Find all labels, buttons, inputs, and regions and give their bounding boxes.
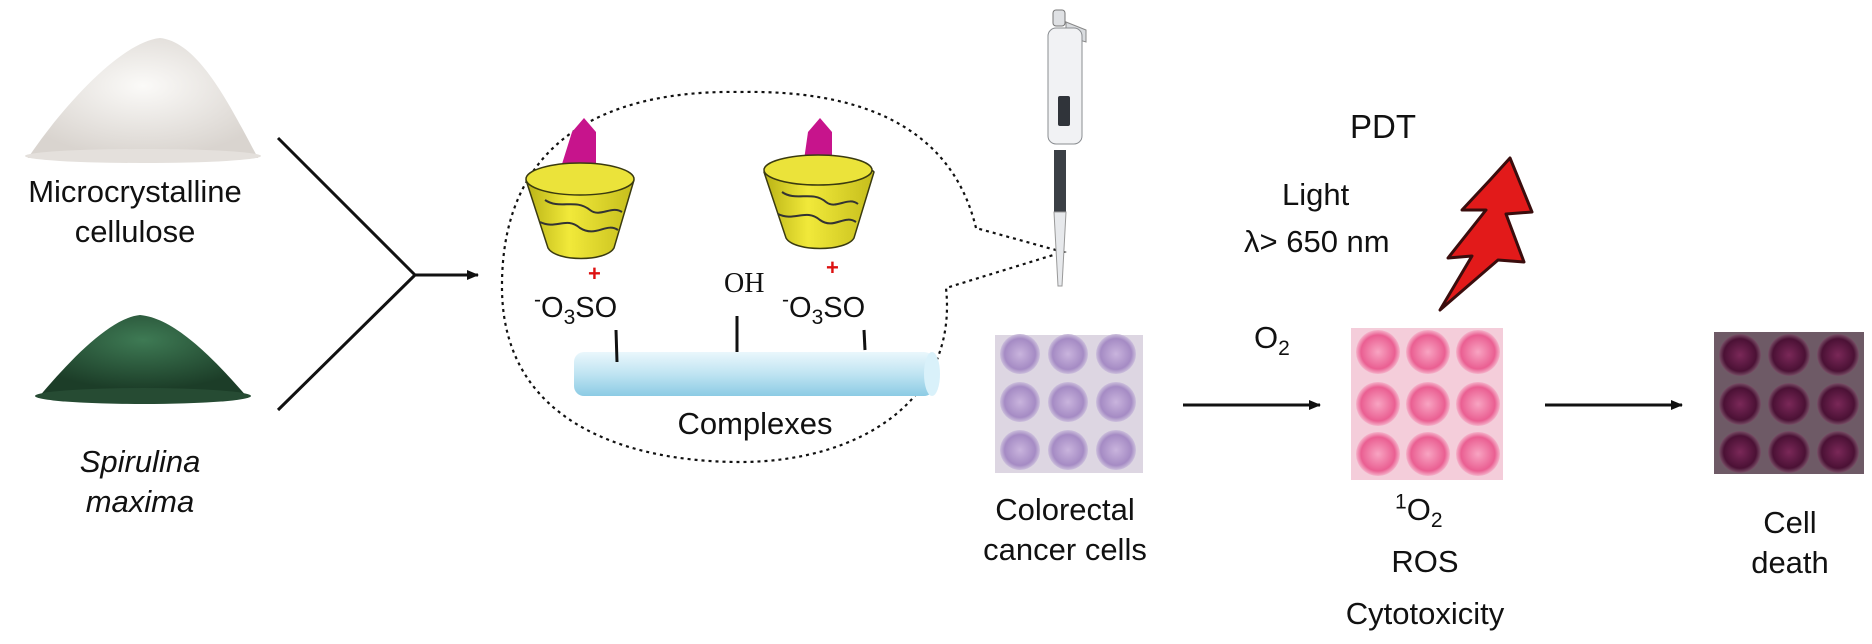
cyclodextrin-complex-left — [525, 118, 635, 260]
well-plate-irradiated — [1351, 328, 1503, 480]
plus-charge-left: + — [588, 261, 601, 286]
label-singlet-oxygen: 1O2 — [1395, 490, 1443, 533]
oxygen: O — [789, 292, 812, 324]
rod-bonds — [614, 316, 867, 363]
microcrystalline-cellulose-powder — [25, 38, 261, 163]
label-line: cancer cells — [983, 532, 1147, 567]
subscript: 2 — [1430, 509, 1443, 533]
lightning-bolt — [1438, 156, 1534, 312]
label-pdt: PDT — [1350, 108, 1416, 145]
label-line: cellulose — [74, 214, 196, 249]
label-spirulina-maxima: Spirulina maxima — [40, 442, 240, 522]
well-plate-dead-cells — [1714, 332, 1864, 474]
minus-sign: - — [782, 288, 789, 312]
so-group: SO — [575, 292, 618, 324]
subscript: 3 — [563, 305, 576, 329]
label-wavelength: λ> 650 nm — [1244, 224, 1390, 259]
label-line: Microcrystalline — [28, 174, 242, 209]
cellulose-rod — [574, 352, 940, 396]
label-cell-death: Cell death — [1710, 503, 1870, 583]
oxygen: O — [1254, 320, 1279, 355]
label-cytotoxicity: Cytotoxicity — [1345, 596, 1505, 631]
plus-charge-right: + — [826, 255, 839, 280]
sulfate-group-right: -O3SO — [782, 288, 865, 328]
label-light: Light — [1282, 177, 1350, 212]
well-plate-untreated — [995, 334, 1143, 473]
label-line: Colorectal — [995, 492, 1135, 527]
sulfate-group-left: -O3SO — [534, 288, 617, 328]
label-microcrystalline-cellulose: Microcrystalline cellulose — [0, 172, 270, 252]
label-oxygen: O2 — [1254, 318, 1290, 361]
pipette — [1047, 9, 1087, 287]
label-complexes: Complexes — [677, 406, 833, 441]
oxygen: O — [541, 292, 564, 324]
label-colorectal-cancer-cells: Colorectal cancer cells — [960, 490, 1170, 570]
label-line: maxima — [85, 484, 195, 519]
spirulina-powder — [35, 315, 251, 404]
minus-sign: - — [534, 288, 541, 312]
hydroxyl-group: OH — [724, 268, 765, 299]
label-line: death — [1751, 545, 1829, 580]
label-line: Spirulina — [79, 444, 201, 479]
label-ros: ROS — [1391, 544, 1459, 579]
complex-bubble — [500, 90, 1067, 464]
oxygen: O — [1406, 492, 1431, 527]
cyclodextrin-complex-right — [763, 118, 875, 250]
subscript: 2 — [1278, 337, 1290, 361]
so-group: SO — [823, 292, 866, 324]
label-line: Cell — [1763, 505, 1817, 540]
merge-arrow — [276, 136, 479, 412]
subscript: 3 — [811, 305, 824, 329]
superscript: 1 — [1395, 490, 1407, 514]
